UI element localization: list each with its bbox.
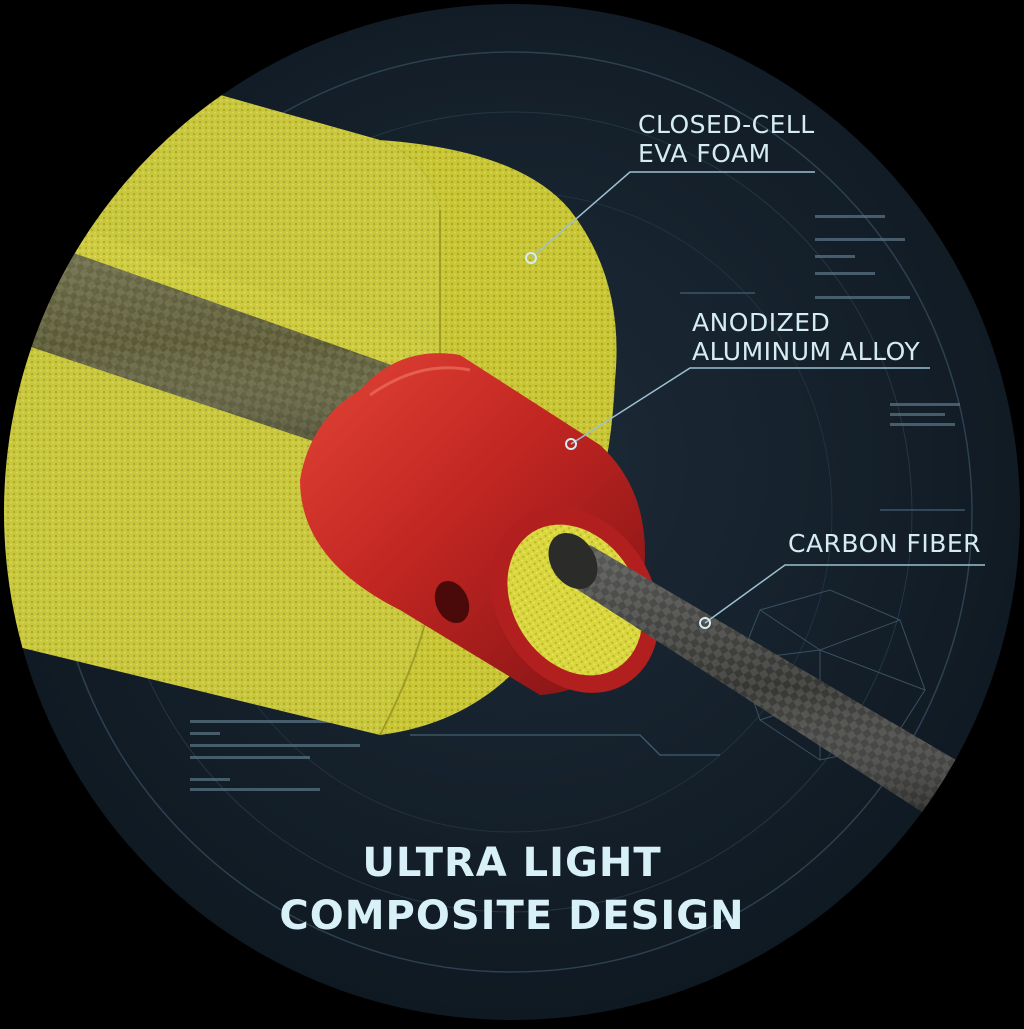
callout-markers <box>525 252 711 629</box>
hud-text-decoration <box>190 215 960 791</box>
callout-aluminum: ANODIZED ALUMINUM ALLOY <box>692 308 921 367</box>
hud-lines <box>410 292 965 756</box>
carbon-rod-shade <box>4 220 420 470</box>
callout-carbon-line1: CARBON FIBER <box>788 529 982 558</box>
callout-carbon: CARBON FIBER <box>788 529 982 559</box>
callout-lines <box>530 171 985 624</box>
carbon-rod-front <box>548 533 990 830</box>
callout-aluminum-line2: ALUMINUM ALLOY <box>692 336 921 366</box>
callout-foam: CLOSED-CELL EVA FOAM <box>638 110 815 169</box>
callout-aluminum-line1: ANODIZED <box>692 308 831 337</box>
callout-foam-line2: EVA FOAM <box>638 138 771 168</box>
callout-foam-line1: CLOSED-CELL <box>638 110 815 139</box>
headline-line2: COMPOSITE DESIGN <box>279 893 745 939</box>
headline-line1: ULTRA LIGHT <box>362 840 662 886</box>
